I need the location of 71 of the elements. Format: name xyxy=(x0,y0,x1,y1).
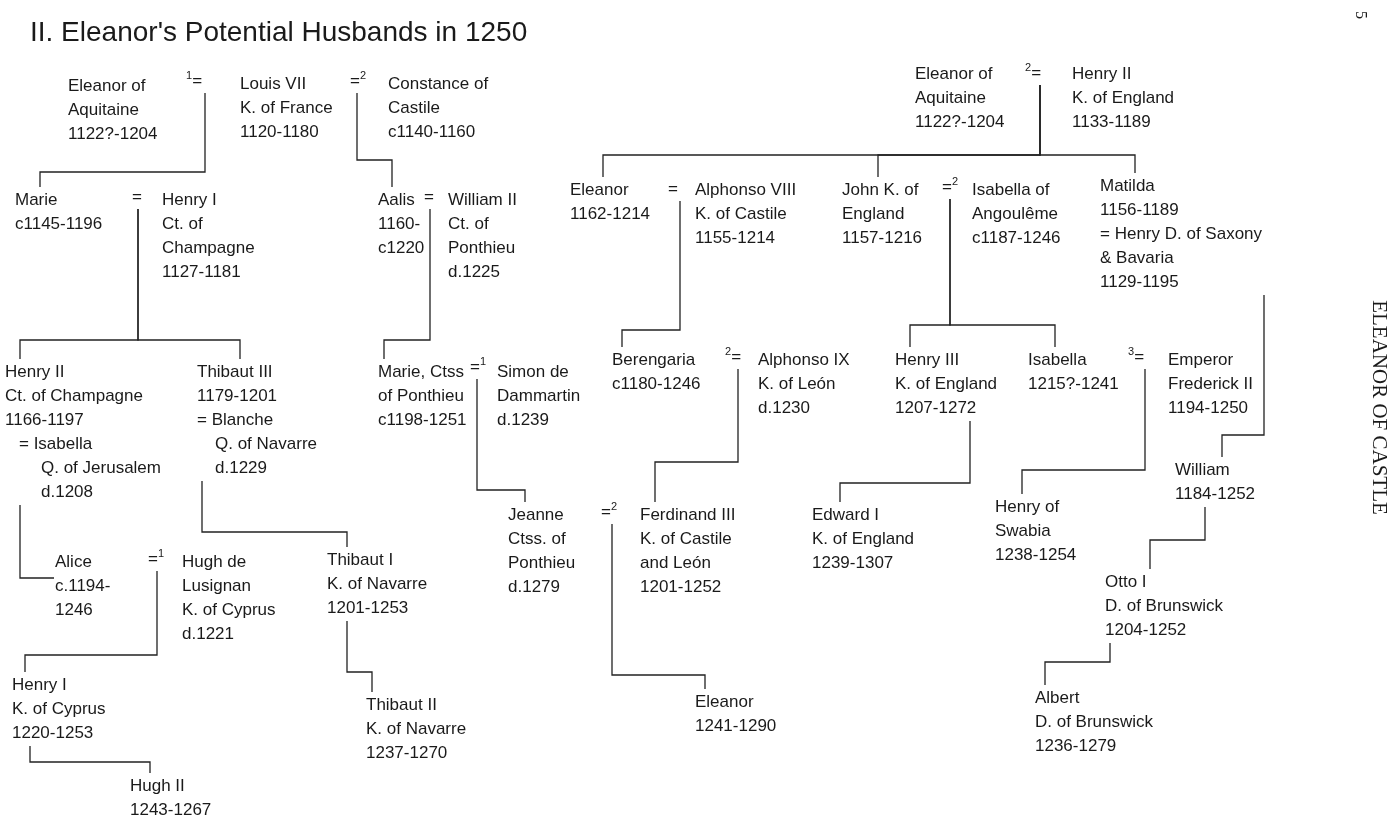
person-entry: Hugh II 1243-1267 xyxy=(130,774,212,822)
person-entry: Henry II Ct. of Champagne 1166-1197 = Isabella Q. of Jerusalem d.1208 xyxy=(5,360,161,504)
person-entry: Henry I Ct. of Champagne 1127-1181 xyxy=(162,188,262,284)
person-entry: Henry of Swabia 1238-1254 xyxy=(995,495,1080,567)
marriage-sign: =$^{2}$ xyxy=(350,70,367,92)
person-entry: Henry I K. of Cyprus 1220-1253 xyxy=(12,673,106,745)
person-entry: Eleanor 1241-1290 xyxy=(695,690,777,738)
person-entry: Matilda 1156-1189 = Henry D. of Saxony & Bavaria 1129-1195 xyxy=(1100,174,1263,294)
person-entry: Alphonso VIII K. of Castile 1155-1214 xyxy=(695,178,797,250)
descent-line xyxy=(39,92,206,188)
person-entry: Eleanor 1162-1214 xyxy=(570,178,651,226)
person-entry: Jeanne Ctss. of Ponthieu d.1279 xyxy=(508,503,588,599)
person-entry: Ferdinand III K. of Castile and León 1201-1252 xyxy=(640,503,750,599)
person-entry: Constance of Castile c1140-1160 xyxy=(388,72,493,144)
person-entry: Thibaut I K. of Navarre 1201-1253 xyxy=(327,548,428,620)
descent-line xyxy=(1149,506,1206,570)
person-entry: Aalis 1160- c1220 xyxy=(378,188,426,260)
marriage-sign: $^{3}$= xyxy=(1128,346,1145,368)
descent-line xyxy=(611,523,706,690)
descent-line xyxy=(137,208,241,360)
descent-line xyxy=(654,368,739,503)
descent-line xyxy=(356,92,393,188)
marriage-sign: $^{2}$= xyxy=(725,346,742,368)
person-entry: Henry II K. of England 1133-1189 xyxy=(1072,62,1175,134)
descent-line xyxy=(476,378,526,503)
person-entry: Eleanor of Aquitaine 1122?-1204 xyxy=(68,74,168,146)
marriage-sign: = xyxy=(424,186,434,208)
person-entry: Thibaut III 1179-1201 = Blanche Q. of Navarre d.1229 xyxy=(197,360,318,480)
person-entry: Marie c1145-1196 xyxy=(15,188,103,236)
person-entry: William II Ct. of Ponthieu d.1225 xyxy=(448,188,528,284)
marriage-sign: =$^{2}$ xyxy=(942,176,959,198)
descent-line xyxy=(1044,642,1111,686)
marriage-sign: =$^{1}$ xyxy=(148,548,165,570)
person-entry: Otto I D. of Brunswick 1204-1252 xyxy=(1105,570,1224,642)
person-entry: John K. of England 1157-1216 xyxy=(842,178,942,250)
person-entry: Alphonso IX K. of León d.1230 xyxy=(758,348,850,420)
descent-line xyxy=(29,745,151,774)
person-entry: Isabella 1215?-1241 xyxy=(1028,348,1119,396)
person-entry: Hugh de Lusignan K. of Cyprus d.1221 xyxy=(182,550,277,646)
marriage-sign: = xyxy=(132,186,142,208)
person-entry: Eleanor of Aquitaine 1122?-1204 xyxy=(915,62,1015,134)
person-entry: Alice c.1194- 1246 xyxy=(55,550,117,622)
person-entry: Louis VII K. of France 1120-1180 xyxy=(240,72,333,144)
descent-line xyxy=(621,200,681,348)
page-title: II. Eleanor's Potential Husbands in 1250 xyxy=(30,16,528,48)
person-entry: Thibaut II K. of Navarre 1237-1270 xyxy=(366,693,467,765)
side-heading: ELEANOR OF CASTLE xyxy=(1366,300,1392,515)
marriage-sign: =$^{1}$ xyxy=(470,356,487,378)
person-entry: Simon de Dammartin d.1239 xyxy=(497,360,592,432)
descent-line xyxy=(949,198,1056,348)
descent-line xyxy=(346,620,373,693)
marriage-sign: =$^{2}$ xyxy=(601,501,618,523)
descent-line xyxy=(839,420,971,503)
marriage-sign: = xyxy=(668,178,678,200)
descent-line xyxy=(1021,368,1146,495)
descent-line xyxy=(24,570,158,673)
marriage-sign: $^{2}$= xyxy=(1025,62,1042,84)
person-entry: Edward I K. of England 1239-1307 xyxy=(812,503,915,575)
descent-line xyxy=(383,208,431,360)
descent-line xyxy=(201,480,348,548)
person-entry: Berengaria c1180-1246 xyxy=(612,348,701,396)
page-number: 5 xyxy=(1352,11,1370,19)
descent-line xyxy=(1039,84,1136,174)
descent-line xyxy=(19,504,55,579)
person-entry: William 1184-1252 xyxy=(1175,458,1256,506)
person-entry: Isabella of Angoulême c1187-1246 xyxy=(972,178,1077,250)
person-entry: Albert D. of Brunswick 1236-1279 xyxy=(1035,686,1154,758)
person-entry: Emperor Frederick II 1194-1250 xyxy=(1168,348,1268,420)
person-entry: Henry III K. of England 1207-1272 xyxy=(895,348,998,420)
marriage-sign: $^{1}$= xyxy=(186,70,203,92)
descent-line xyxy=(1221,294,1265,458)
